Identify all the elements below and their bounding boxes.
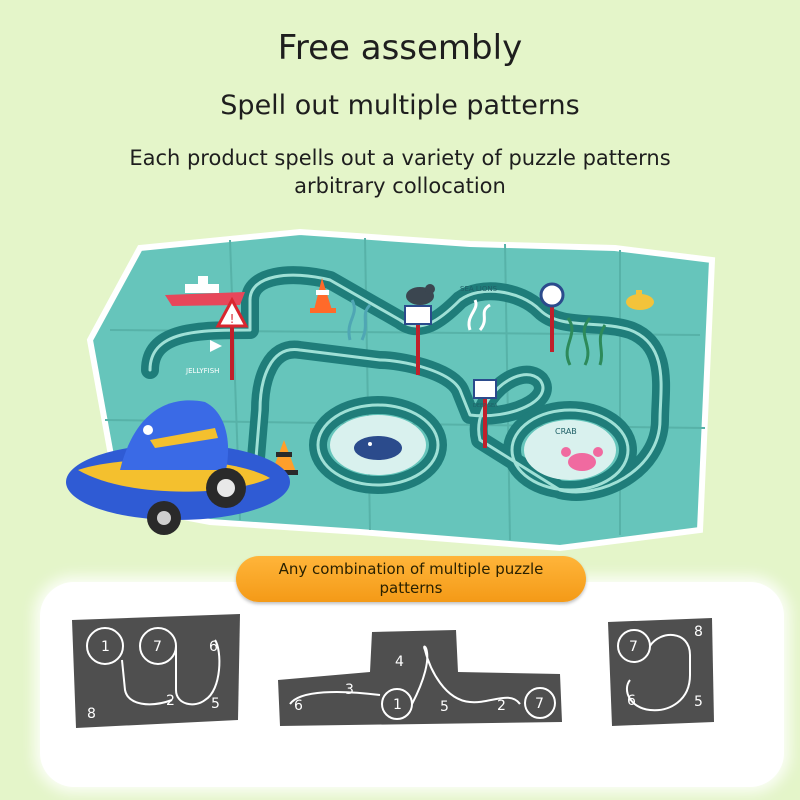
boat-icon [165, 276, 245, 306]
sign-post-icon [404, 305, 432, 375]
pattern-left: 1 7 6 2 5 8 [72, 614, 240, 728]
pattern-left-number: 7 [153, 639, 162, 655]
label-crab: CRAB [555, 427, 577, 436]
banner-line-2: patterns [379, 579, 443, 597]
pattern-middle: 4 3 6 1 5 2 7 [278, 630, 562, 726]
label-sea-lions: SEA LIONS [460, 285, 498, 293]
pattern-right-number: 5 [694, 694, 703, 710]
sign-post-icon [473, 379, 497, 448]
coral-icon [467, 299, 491, 331]
toy-car-icon [66, 400, 290, 535]
pattern-middle-number: 6 [294, 698, 303, 714]
seaweed-icon [565, 317, 607, 366]
pattern-middle-number: 1 [393, 697, 402, 713]
puzzle-mat-scene: ! SEA LIONS [66, 228, 716, 552]
seal-icon [406, 284, 435, 305]
banner-line-1: Any combination of multiple puzzle [278, 560, 544, 578]
pattern-middle-number: 2 [497, 698, 506, 714]
page-title: Free assembly [277, 28, 523, 68]
pattern-right-number: 7 [629, 639, 638, 655]
race-track [141, 266, 671, 501]
whale-icon [354, 436, 402, 460]
diving-sign-icon [539, 282, 565, 352]
coral-icon [347, 299, 372, 341]
pattern-right-number: 8 [694, 624, 703, 640]
pattern-middle-number: 4 [395, 654, 404, 670]
page-subtitle: Spell out multiple patterns [220, 90, 580, 121]
warning-sign-icon: ! [215, 296, 249, 380]
pattern-middle-number: 3 [345, 682, 354, 698]
small-fish-icon [210, 340, 222, 352]
pattern-left-number: 5 [211, 696, 220, 712]
pattern-left-number: 6 [209, 639, 218, 655]
pattern-middle-number: 5 [440, 699, 449, 715]
combination-banner: Any combination of multiple puzzle patte… [236, 556, 586, 602]
pattern-left-number: 1 [101, 639, 110, 655]
svg-text:!: ! [230, 312, 235, 326]
pattern-left-number: 8 [87, 706, 96, 722]
label-jellyfish: JELLYFISH [185, 367, 219, 375]
pattern-right: 7 8 6 5 [608, 618, 714, 726]
crab-icon [561, 447, 603, 471]
description-line-2: arbitrary collocation [294, 174, 506, 198]
pattern-left-number: 2 [166, 693, 175, 709]
pattern-right-number: 6 [627, 693, 636, 709]
submarine-icon [626, 290, 654, 310]
description-line-1: Each product spells out a variety of puz… [129, 146, 671, 170]
traffic-cone-icon [310, 278, 336, 313]
label-deep-sea: DEEP SEA [473, 403, 498, 409]
pattern-middle-number: 7 [535, 696, 544, 712]
